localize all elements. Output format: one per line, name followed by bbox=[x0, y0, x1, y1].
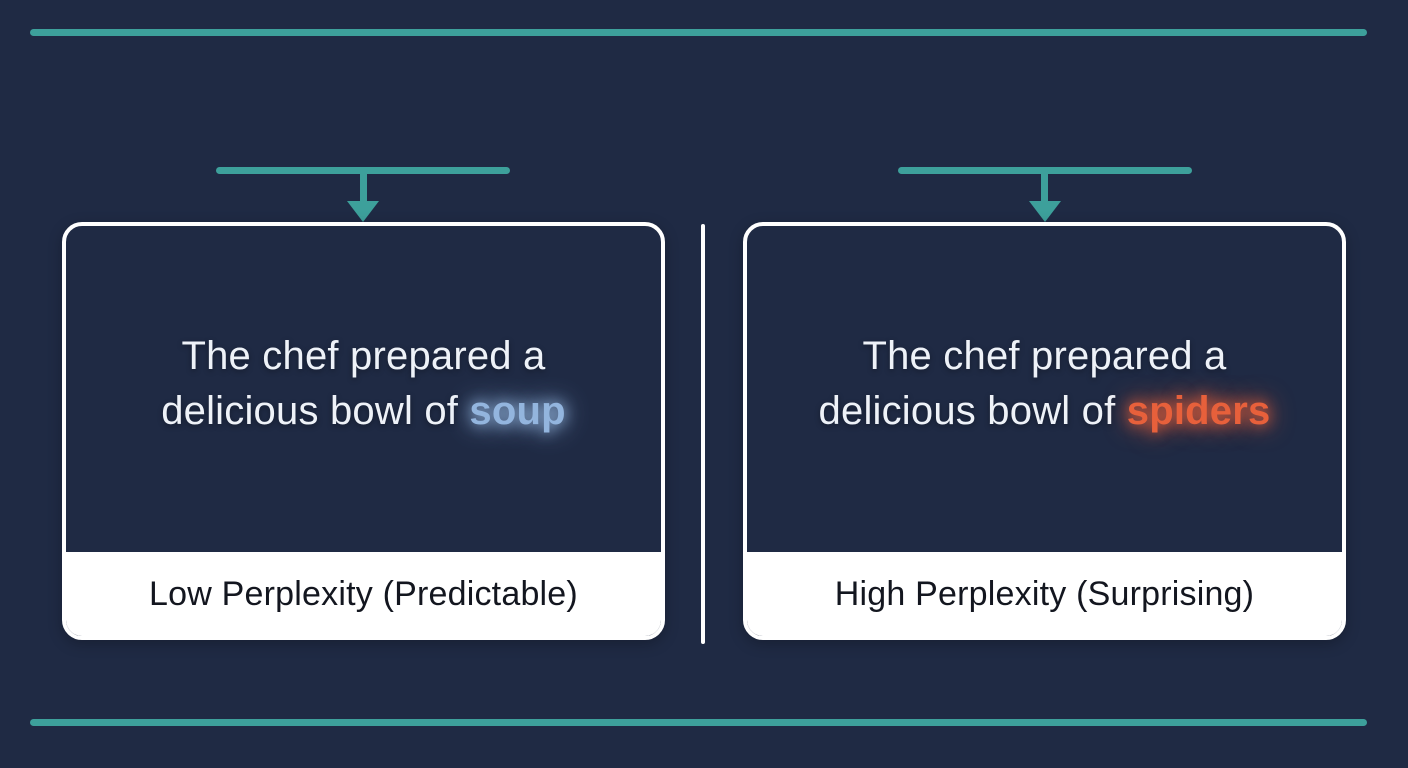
bottom-divider-line bbox=[30, 719, 1367, 726]
sentence-line2-prefix: delicious bowl of bbox=[818, 389, 1127, 433]
example-sentence-low: The chef prepared a delicious bowl of sou… bbox=[161, 329, 566, 439]
down-arrow-icon bbox=[1041, 170, 1048, 204]
high-perplexity-card: The chef prepared a delicious bowl of spi… bbox=[743, 222, 1346, 640]
low-perplexity-footer: Low Perplexity (Predictable) bbox=[66, 552, 661, 636]
example-sentence-high: The chef prepared a delicious bowl of spi… bbox=[819, 329, 1271, 439]
high-perplexity-sentence-area: The chef prepared a delicious bowl of spi… bbox=[747, 226, 1342, 552]
sentence-line1: The chef prepared a bbox=[862, 334, 1227, 378]
predicted-word-soup: soup bbox=[469, 389, 566, 433]
low-perplexity-label: Low Perplexity (Predictable) bbox=[149, 574, 578, 613]
sentence-line1: The chef prepared a bbox=[181, 334, 546, 378]
high-perplexity-footer: High Perplexity (Surprising) bbox=[747, 552, 1342, 636]
low-perplexity-sentence-area: The chef prepared a delicious bowl of sou… bbox=[66, 226, 661, 552]
down-arrow-icon bbox=[347, 201, 379, 222]
sentence-line2-prefix: delicious bowl of bbox=[161, 389, 470, 433]
down-arrow-icon bbox=[1029, 201, 1061, 222]
down-arrow-icon bbox=[360, 170, 367, 204]
high-perplexity-label: High Perplexity (Surprising) bbox=[834, 574, 1255, 613]
top-divider-line bbox=[30, 29, 1367, 36]
vertical-divider bbox=[701, 224, 705, 644]
predicted-word-spiders: spiders bbox=[1126, 389, 1271, 433]
low-perplexity-card: The chef prepared a delicious bowl of sou… bbox=[62, 222, 665, 640]
